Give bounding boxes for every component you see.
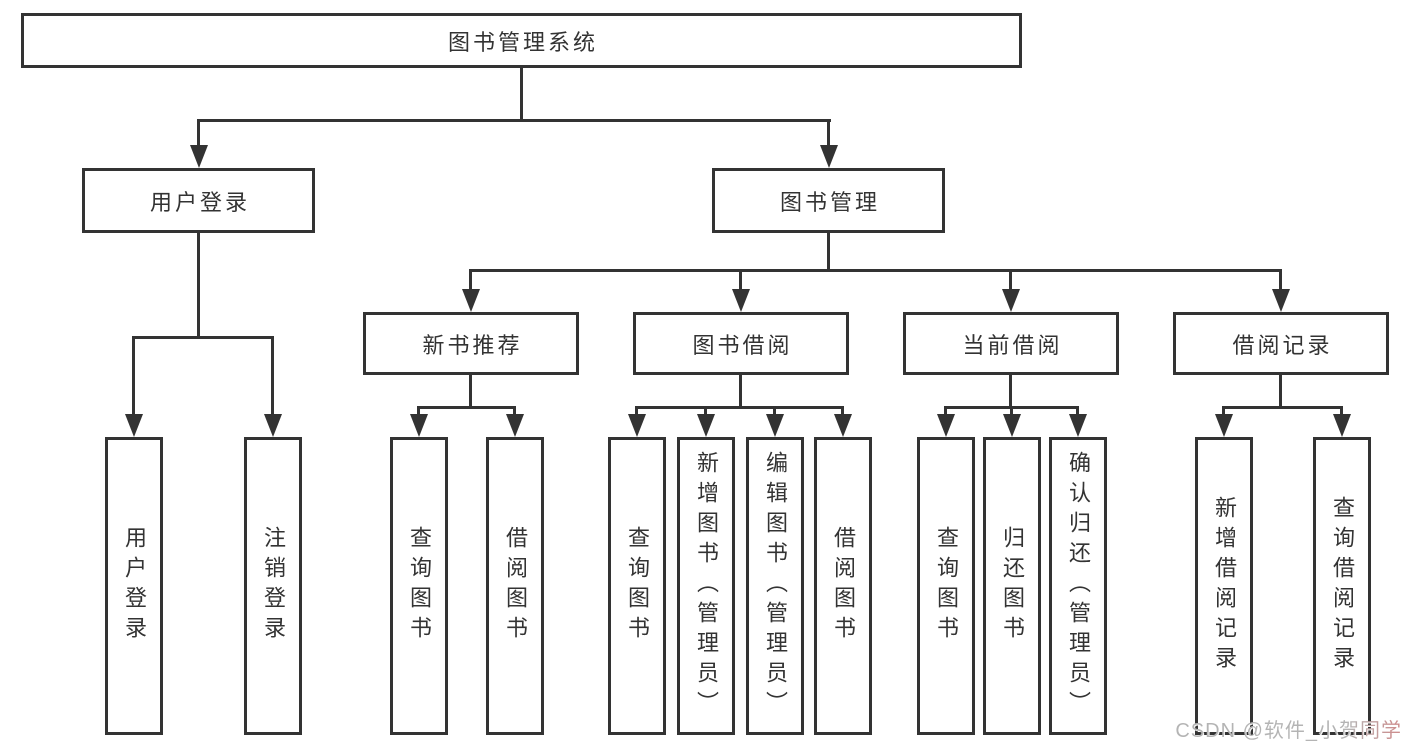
arrowhead-g2-leaf-3 <box>766 414 784 437</box>
connector-g2-drop-3 <box>773 406 776 416</box>
connector-g4-drop-1 <box>1222 406 1225 416</box>
connector-book-mgmt-drop-4 <box>1279 269 1282 291</box>
connector-g2-split <box>635 406 844 409</box>
arrowhead-login-leaf <box>125 414 143 437</box>
csdn-watermark: CSDN @软件_小贺同学 <box>1175 714 1402 743</box>
connector-g2-stem <box>739 375 742 408</box>
node-new-book-recommendation: 新书推荐 <box>363 312 579 375</box>
leaf-borrow-books: 借阅图书 <box>814 437 872 735</box>
arrowhead-book-borrow <box>732 289 750 312</box>
connector-g1-drop-2 <box>513 406 516 416</box>
arrowhead-g4-leaf-1 <box>1215 414 1233 437</box>
connector-g3-drop-1 <box>944 406 947 416</box>
connector-g1-split <box>417 406 516 409</box>
arrowhead-book-management <box>820 145 838 168</box>
connector-root-drop-left <box>197 119 200 146</box>
connector-g4-drop-2 <box>1340 406 1343 416</box>
connector-g1-drop-1 <box>417 406 420 416</box>
arrowhead-g2-leaf-2 <box>697 414 715 437</box>
connector-book-mgmt-split <box>469 269 1282 272</box>
connector-g4-split <box>1222 406 1343 409</box>
arrowhead-g3-leaf-2 <box>1003 414 1021 437</box>
node-current-borrowing: 当前借阅 <box>903 312 1119 375</box>
leaf-query-books-borrow: 查询图书 <box>608 437 666 735</box>
leaf-borrow-books-rec: 借阅图书 <box>486 437 544 735</box>
connector-g1-stem <box>469 375 472 408</box>
arrowhead-g2-leaf-4 <box>834 414 852 437</box>
node-book-borrowing: 图书借阅 <box>633 312 849 375</box>
connector-user-login-stem <box>197 233 200 338</box>
connector-g2-drop-4 <box>841 406 844 416</box>
leaf-query-borrow-record: 查询借阅记录 <box>1313 437 1371 735</box>
connector-root-stem <box>520 68 523 122</box>
node-user-login: 用户登录 <box>82 168 315 233</box>
arrowhead-user-login <box>190 145 208 168</box>
leaf-user-login: 用户登录 <box>105 437 163 735</box>
leaf-add-books-admin: 新增图书（管理员） <box>677 437 735 735</box>
connector-g2-drop-2 <box>704 406 707 416</box>
leaf-query-books-current: 查询图书 <box>917 437 975 735</box>
arrowhead-g1-leaf-1 <box>410 414 428 437</box>
node-borrowing-records: 借阅记录 <box>1173 312 1389 375</box>
arrowhead-g2-leaf-1 <box>628 414 646 437</box>
leaf-edit-books-admin: 编辑图书（管理员） <box>746 437 804 735</box>
leaf-return-books: 归还图书 <box>983 437 1041 735</box>
connector-book-mgmt-drop-3 <box>1009 269 1012 291</box>
node-library-management-system: 图书管理系统 <box>21 13 1022 68</box>
connector-user-login-split <box>132 336 274 339</box>
leaf-logout: 注销登录 <box>244 437 302 735</box>
arrowhead-g4-leaf-2 <box>1333 414 1351 437</box>
leaf-query-books-rec: 查询图书 <box>390 437 448 735</box>
arrowhead-g3-leaf-1 <box>937 414 955 437</box>
connector-root-drop-right <box>827 119 830 146</box>
arrowhead-new-book-rec <box>462 289 480 312</box>
arrowhead-g3-leaf-3 <box>1069 414 1087 437</box>
arrowhead-borrow-records <box>1272 289 1290 312</box>
leaf-add-borrow-record: 新增借阅记录 <box>1195 437 1253 735</box>
connector-book-mgmt-drop-1 <box>469 269 472 291</box>
connector-g2-drop-1 <box>635 406 638 416</box>
connector-book-mgmt-drop-2 <box>739 269 742 291</box>
connector-user-login-drop-2 <box>271 336 274 415</box>
node-book-management: 图书管理 <box>712 168 945 233</box>
arrowhead-logout-leaf <box>264 414 282 437</box>
connector-g3-drop-3 <box>1076 406 1079 416</box>
connector-user-login-drop-1 <box>132 336 135 415</box>
arrowhead-current-borrow <box>1002 289 1020 312</box>
connector-book-mgmt-stem <box>827 233 830 271</box>
connector-g3-stem <box>1009 375 1012 408</box>
connector-g4-stem <box>1279 375 1282 408</box>
leaf-confirm-return-admin: 确认归还（管理员） <box>1049 437 1107 735</box>
connector-g3-drop-2 <box>1010 406 1013 416</box>
arrowhead-g1-leaf-2 <box>506 414 524 437</box>
connector-root-split <box>197 119 831 122</box>
